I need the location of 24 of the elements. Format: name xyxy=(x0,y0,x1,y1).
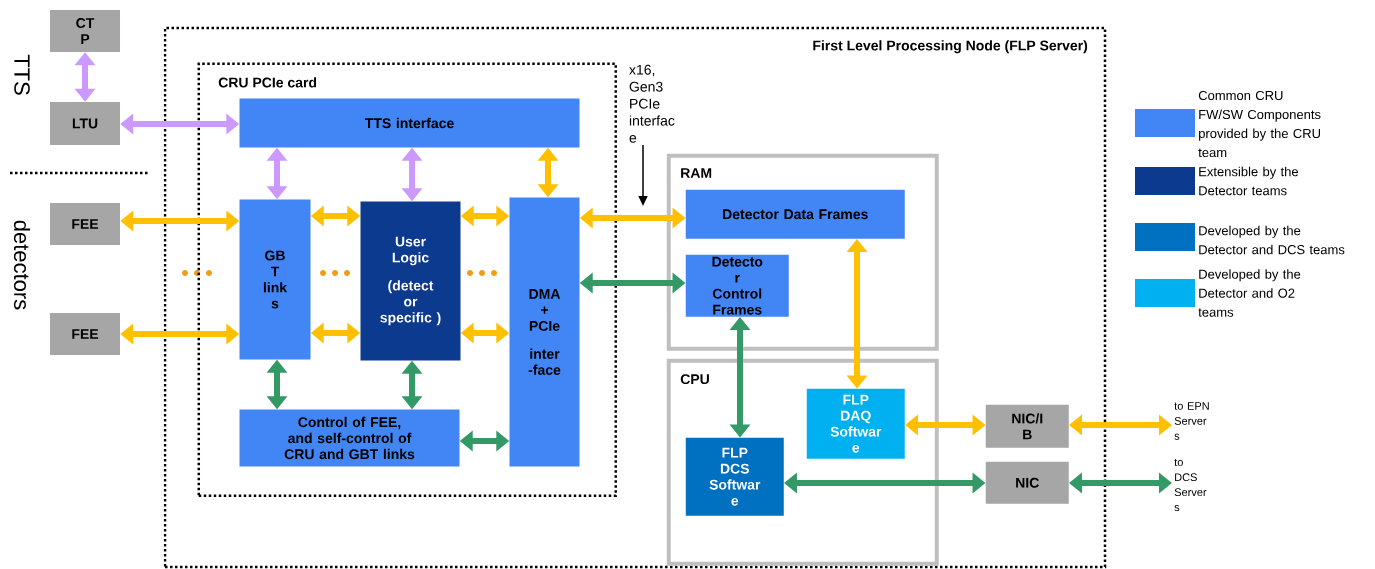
block: FEE xyxy=(50,203,120,245)
legend-text: Developed by the Detector and DCS teams xyxy=(1199,225,1345,255)
block: TTS interface xyxy=(239,98,580,148)
side-label: detectors xyxy=(13,220,31,310)
block: DMA + PCIe inter -face xyxy=(509,197,580,467)
legend-text: Extensible by the Detector teams xyxy=(1199,166,1299,196)
block: Detector Data Frames xyxy=(685,189,905,239)
block: Control of FEE, and self-control of CRU and GBT links xyxy=(239,409,460,467)
block: CT P xyxy=(50,10,120,52)
legend-text: Developed by the Detector and O2 teams xyxy=(1198,269,1301,317)
block: FLP DCS Softwar e xyxy=(685,437,784,516)
block: Detecto r Control Frames xyxy=(685,254,789,317)
note-text: x16, Gen3 PCIe interfac e xyxy=(629,64,675,143)
block: FLP DAQ Softwar e xyxy=(806,388,905,459)
block: LTU xyxy=(50,102,120,145)
block: FEE xyxy=(50,313,120,355)
side-label: TTS xyxy=(14,54,30,95)
block: GB T link s xyxy=(239,199,311,360)
note-text: to DCS Server s xyxy=(1174,458,1207,512)
block: User Logic (detect or specific ) xyxy=(360,201,461,361)
legend-text: Common CRU FW/SW Components provided by the CRU team xyxy=(1198,90,1321,158)
block: NIC xyxy=(985,461,1069,504)
block: NIC/I B xyxy=(985,404,1069,448)
note-text: to EPN Server s xyxy=(1174,402,1209,440)
